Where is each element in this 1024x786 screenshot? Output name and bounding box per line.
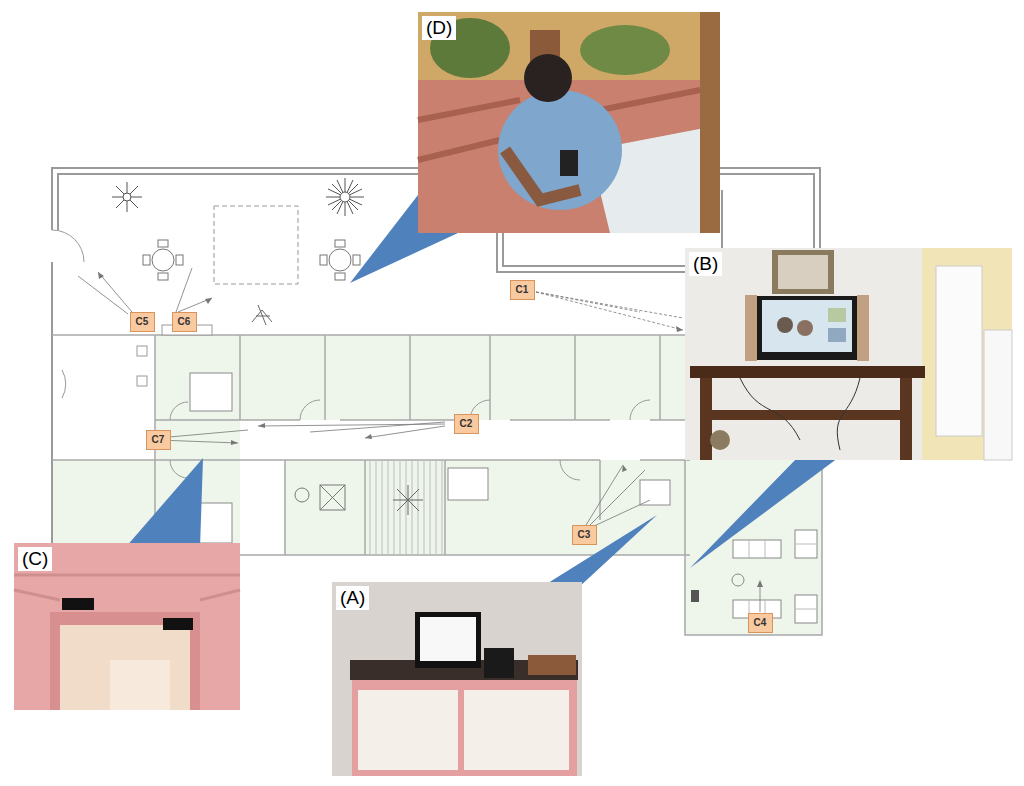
fixture: [137, 346, 147, 356]
photo-inset: (C): [14, 543, 240, 710]
photo-illustration: [685, 248, 1012, 460]
camera-label: C1: [516, 284, 529, 296]
toilet: [295, 488, 309, 502]
room-area: [155, 335, 690, 555]
room-area: [685, 460, 822, 635]
photo-label: (A): [336, 586, 369, 610]
camera-marker: C7: [146, 430, 171, 450]
camera-marker: C5: [130, 312, 155, 332]
arrowhead: [98, 272, 763, 587]
fixture: [732, 574, 744, 586]
camera-marker: C4: [748, 613, 773, 633]
photo-illustration: [418, 12, 720, 233]
photo-label: (B): [689, 252, 722, 276]
hatch: [370, 460, 442, 555]
camera-marker: C3: [572, 525, 597, 545]
table-grid: [749, 540, 817, 618]
camera-marker: C2: [454, 414, 479, 434]
corridor: [240, 460, 285, 555]
camera-marker: C1: [510, 280, 535, 300]
camera-label: C2: [460, 418, 473, 430]
chair-symbol: [252, 305, 272, 325]
camera-label: C3: [578, 529, 591, 541]
photo-illustration: [14, 543, 240, 710]
photo-inset: (A): [332, 582, 582, 776]
shower: [320, 485, 345, 510]
table-chairs: [143, 240, 360, 280]
photo-inset: (D): [418, 12, 720, 233]
camera-label: C5: [136, 316, 149, 328]
photo-label: (C): [18, 547, 52, 571]
fixture: [137, 376, 147, 386]
camera-label: C7: [152, 434, 165, 446]
table-symbol: [733, 530, 817, 623]
photo-label: (D): [422, 16, 456, 40]
speaker-symbol: [691, 590, 699, 602]
door-arc: [52, 230, 84, 262]
camera-label: C4: [754, 617, 767, 629]
door-arc: [170, 400, 650, 480]
dashed-area: [214, 206, 298, 284]
photo-illustration: [332, 582, 582, 776]
door-arc: [62, 370, 66, 398]
plant-symbol: [112, 178, 423, 515]
camera-marker: C6: [172, 312, 197, 332]
camera-label: C6: [178, 316, 191, 328]
photo-inset: (B): [685, 248, 1012, 460]
shower: [320, 485, 345, 510]
